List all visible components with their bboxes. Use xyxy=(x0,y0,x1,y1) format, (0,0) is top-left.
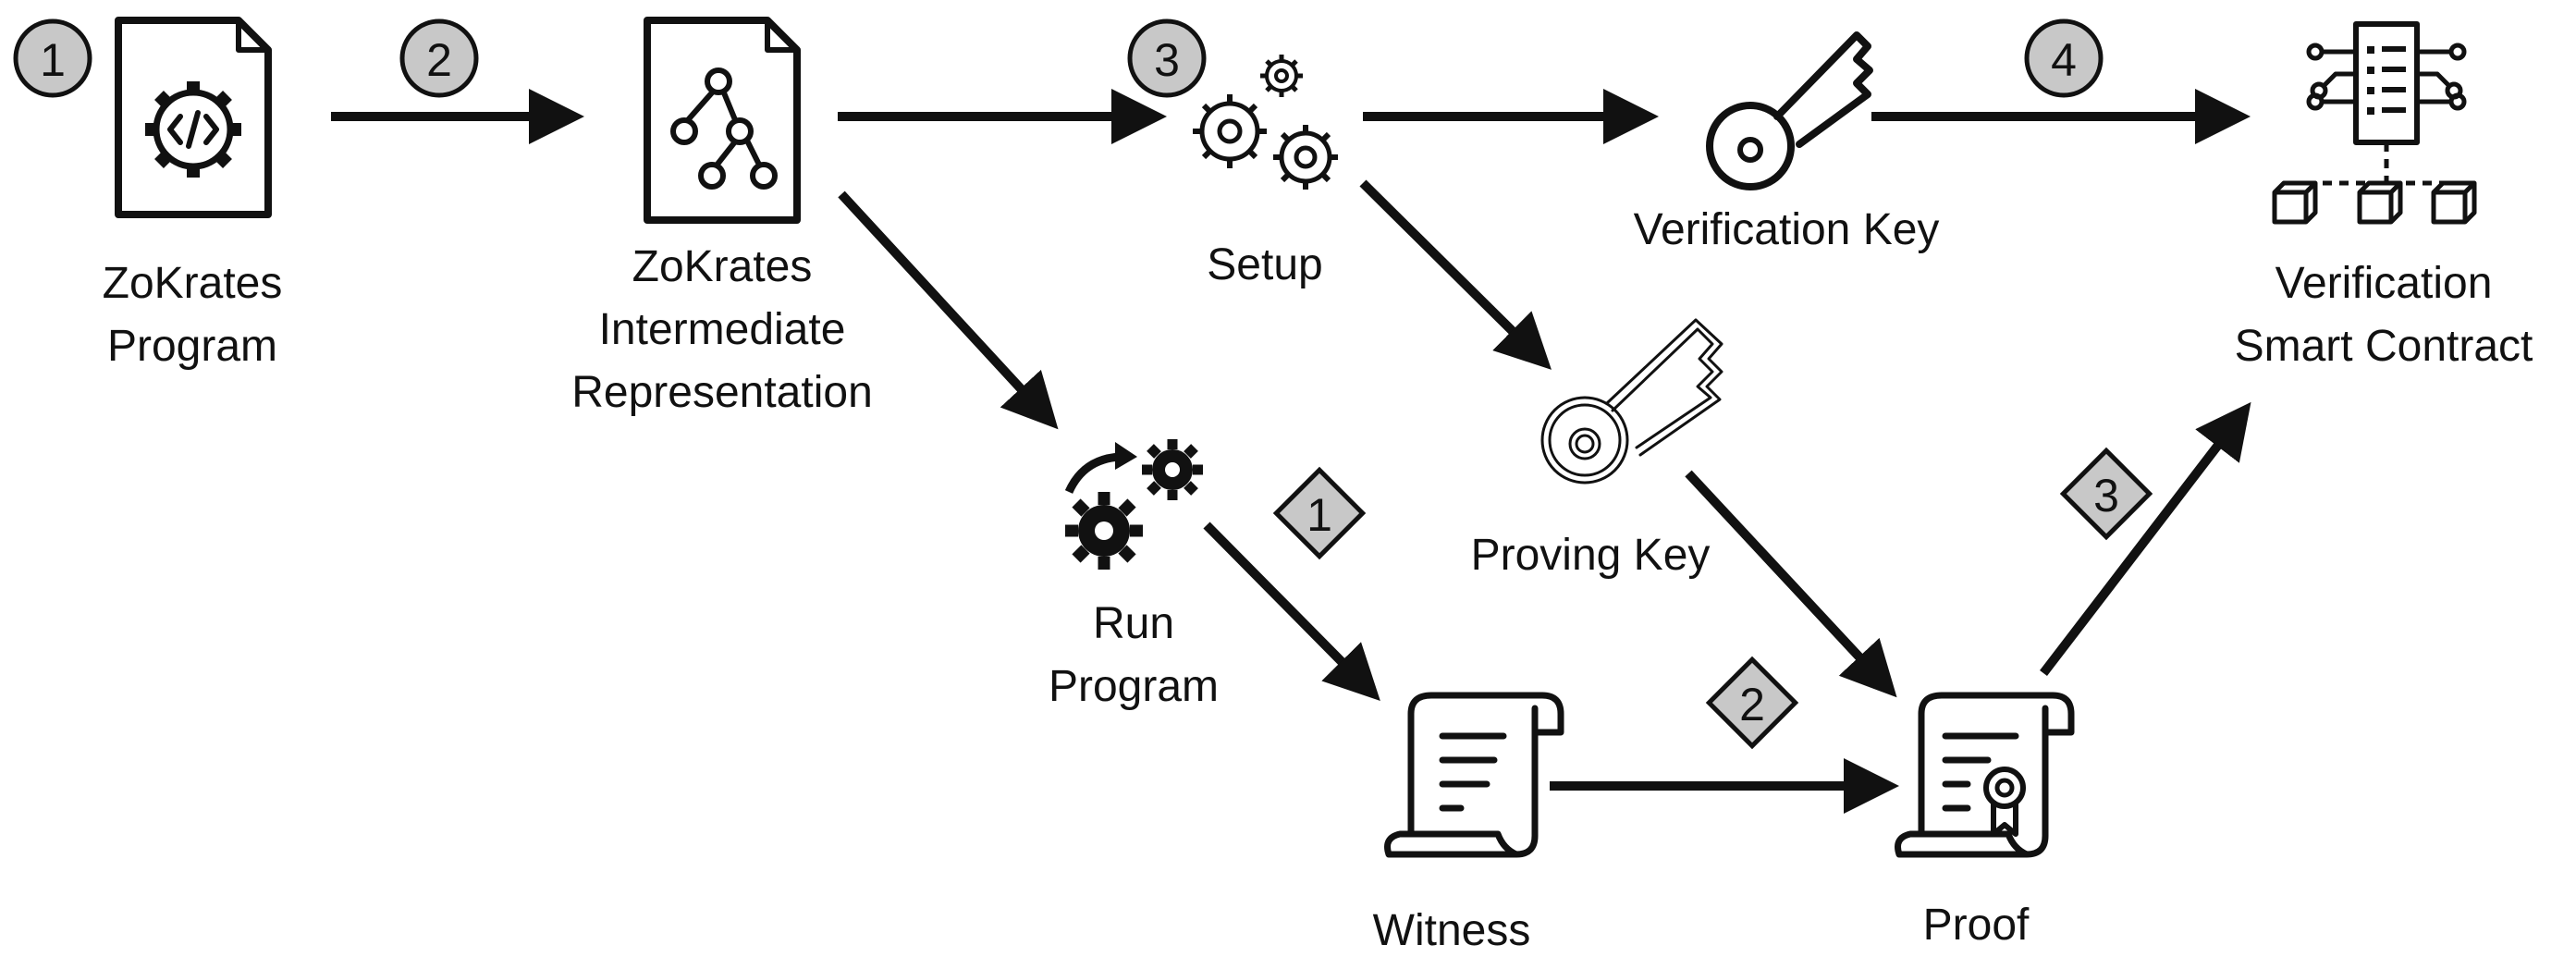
code-file-icon xyxy=(115,17,272,218)
proof-label: Proof xyxy=(1923,901,2030,950)
diamond-step-label: 3 xyxy=(2093,470,2119,521)
circle-step-badge: 1 xyxy=(13,18,92,98)
intermediate-label-line: Intermediate xyxy=(599,305,846,354)
diamond-step-badge: 2 xyxy=(1705,656,1799,750)
circle-step-label: 1 xyxy=(40,34,66,86)
smart-contract-icon xyxy=(2272,21,2477,225)
verification-key-label: Verification Key xyxy=(1634,205,1940,254)
tree-file-icon xyxy=(644,17,801,224)
node-labels: ZoKrates Program ZoKrates Intermediate R… xyxy=(103,205,2533,955)
diamond-step-label: 2 xyxy=(1739,679,1765,730)
circle-step-badge: 2 xyxy=(399,18,479,98)
proving-key-icon xyxy=(1540,318,1723,485)
contract-label-line: Verification xyxy=(2275,259,2493,308)
edges xyxy=(331,89,2251,814)
proving-key-label: Proving Key xyxy=(1471,531,1711,580)
edge-proof-to-contract xyxy=(2040,401,2251,677)
circle-step-label: 3 xyxy=(1154,34,1180,86)
edge-ir-to-run-program xyxy=(838,190,1059,430)
key-icon xyxy=(1706,31,1873,190)
intermediate-label-line: ZoKrates xyxy=(632,242,813,291)
step-badges: 1 2 3 4 1 2 3 xyxy=(13,18,2153,750)
circle-step-badge: 4 xyxy=(2024,18,2104,98)
run-program-label-line: Run xyxy=(1093,599,1174,648)
diamond-step-badge: 1 xyxy=(1272,466,1367,560)
run-gears-icon xyxy=(1064,439,1203,570)
run-program-label-line: Program xyxy=(1049,662,1219,711)
program-label-line: ZoKrates xyxy=(103,259,283,308)
witness-label: Witness xyxy=(1373,906,1531,955)
edge-setup-to-proving-key xyxy=(1359,179,1552,370)
diamond-step-label: 1 xyxy=(1306,489,1332,541)
intermediate-label-line: Representation xyxy=(571,368,873,417)
edge-run-program-to-witness xyxy=(1203,521,1380,701)
gears-icon xyxy=(1193,55,1338,190)
contract-label-line: Smart Contract xyxy=(2235,322,2533,371)
circle-step-label: 4 xyxy=(2051,34,2077,86)
scroll-icon xyxy=(1384,692,1564,858)
setup-label: Setup xyxy=(1207,240,1322,289)
circle-step-badge: 3 xyxy=(1127,18,1207,98)
circle-step-label: 2 xyxy=(426,34,452,86)
program-label-line: Program xyxy=(107,322,277,371)
edge-proving-key-to-proof xyxy=(1685,470,1897,698)
certificate-scroll-icon xyxy=(1895,692,2075,858)
diamond-step-badge: 3 xyxy=(2059,447,2153,541)
